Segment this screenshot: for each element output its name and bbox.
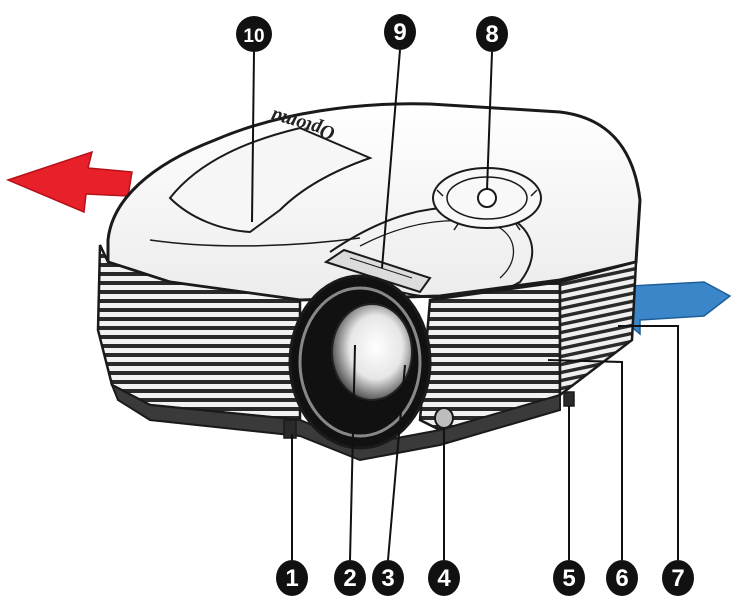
callout-badge-2	[334, 560, 366, 596]
callout-number-6: 6	[615, 565, 628, 592]
callout-number-4: 4	[437, 565, 451, 592]
leader-7	[618, 325, 679, 560]
power-button-icon	[477, 188, 497, 208]
callout-badge-10	[236, 16, 272, 52]
lamp-cover-recess	[168, 126, 373, 234]
security-slot	[563, 391, 575, 407]
callout-number-3: 3	[381, 565, 394, 592]
callout-badge-8	[476, 16, 508, 52]
leader-lines	[251, 49, 679, 561]
zoom-ring-ridge	[349, 257, 413, 279]
callout-number-9: 9	[393, 19, 406, 46]
callout-8: 8	[476, 16, 508, 52]
callout-badge-6	[606, 560, 638, 596]
exhaust-arrow-icon	[5, 150, 133, 214]
callout-number-8: 8	[485, 21, 498, 48]
callout-badge-9	[384, 14, 416, 50]
callout-9: 9	[384, 14, 416, 50]
leader-2	[349, 344, 356, 561]
callout-badge-1	[276, 560, 308, 596]
top-cover-crease	[149, 237, 361, 247]
callout-2: 2	[334, 560, 366, 596]
leader-8	[486, 51, 493, 191]
control-panel-keys	[436, 189, 538, 231]
callout-number-7: 7	[671, 565, 684, 592]
callout-5: 5	[553, 560, 585, 596]
leader-6	[547, 359, 623, 560]
side-vent-grille	[558, 260, 638, 398]
lens-bezel	[298, 286, 422, 438]
callout-1: 1	[276, 560, 308, 596]
callout-badge-7	[662, 560, 694, 596]
leader-10	[251, 51, 255, 223]
callout-badge-3	[372, 560, 404, 596]
projector-base	[110, 382, 561, 462]
callout-badge-5	[553, 560, 585, 596]
callout-7: 7	[662, 560, 694, 596]
callout-number-2: 2	[343, 565, 356, 592]
callout-4: 4	[428, 560, 460, 596]
callout-number-5: 5	[562, 565, 575, 592]
callout-10: 10	[236, 16, 272, 52]
callout-3: 3	[372, 560, 404, 596]
ir-receiver	[434, 407, 454, 429]
leader-9	[381, 49, 401, 269]
tilt-adjustment-foot	[283, 419, 297, 439]
lens-glass	[331, 303, 413, 401]
callout-badge-4	[428, 560, 460, 596]
leader-3	[387, 364, 406, 561]
callout-number-1: 1	[285, 565, 298, 592]
callout-number-10: 10	[243, 26, 264, 47]
callout-6: 6	[606, 560, 638, 596]
